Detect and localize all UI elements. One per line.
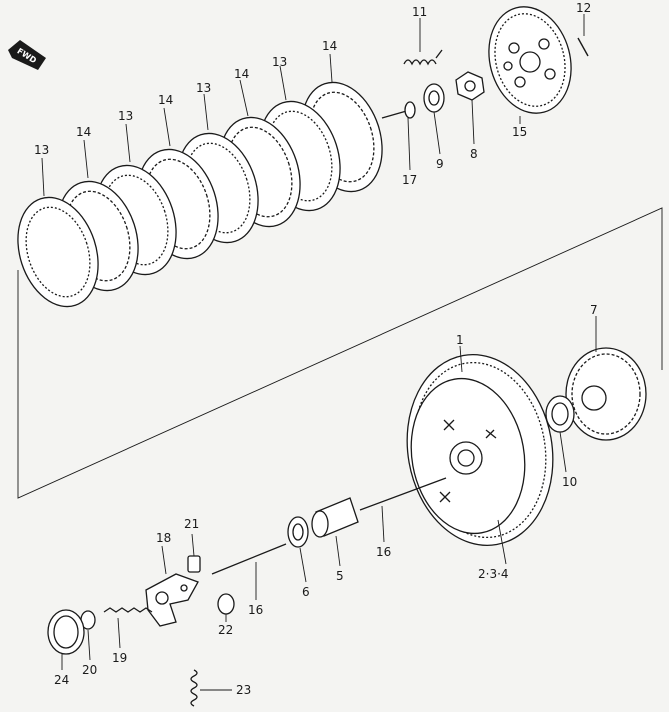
callout-14: 14	[76, 125, 91, 139]
pin-part	[577, 37, 589, 57]
lock-washer-bore	[428, 90, 440, 106]
callout-13: 13	[196, 81, 211, 95]
pressure-plate-hub	[519, 51, 541, 73]
pressure-plate-hole	[544, 68, 556, 80]
callout-20: 20	[82, 663, 97, 677]
housing-window	[485, 429, 497, 439]
callout-19: 19	[112, 651, 127, 665]
spacer-end	[311, 510, 329, 538]
callout-13: 13	[118, 109, 133, 123]
clutch-sleeve-hub	[565, 347, 647, 441]
spring-coil	[403, 59, 437, 66]
callout-5: 5	[336, 569, 344, 583]
release-lever-hole	[180, 584, 188, 592]
release-lever-pivot	[155, 591, 169, 605]
callout-23: 23	[236, 683, 251, 697]
callout-12: 12	[576, 1, 591, 15]
housing-window	[439, 491, 451, 503]
callout-17: 17	[402, 173, 417, 187]
lock-washer	[423, 83, 445, 113]
callout-10: 10	[562, 475, 577, 489]
lever-bolt	[187, 555, 201, 573]
callout-9: 9	[436, 157, 444, 171]
callout-7: 7	[590, 303, 598, 317]
callout-21: 21	[184, 517, 199, 531]
pressure-plate-hole	[503, 61, 513, 71]
callout-2-3-4: 2·3·4	[478, 567, 509, 581]
spacer-washer	[287, 516, 309, 548]
plate-inner-teeth	[25, 206, 91, 298]
callout-15: 15	[512, 125, 527, 139]
sleeve-hub-splines	[571, 353, 641, 435]
clutch-spring	[403, 49, 443, 66]
push-rod	[359, 477, 447, 511]
callout-14: 14	[322, 39, 337, 53]
spacer	[311, 497, 359, 538]
callout-13: 13	[272, 55, 287, 69]
lock-nut	[455, 71, 485, 101]
housing-bore	[457, 449, 475, 467]
callout-18: 18	[156, 531, 171, 545]
callout-22: 22	[218, 623, 233, 637]
assembly-group-frame	[17, 207, 663, 499]
spring-hook	[435, 49, 443, 59]
housing-hub	[449, 441, 483, 475]
clutch-housing	[406, 353, 554, 547]
housing-face	[410, 377, 526, 535]
callout-14: 14	[158, 93, 173, 107]
pressure-plate-hole	[508, 42, 520, 54]
callout-16: 16	[248, 603, 263, 617]
bolt-head	[404, 101, 416, 119]
callout-1: 1	[456, 333, 464, 347]
pressure-plate-rim	[494, 13, 566, 107]
callout-6: 6	[302, 585, 310, 599]
callout-8: 8	[470, 147, 478, 161]
leader-lines	[41, 14, 597, 691]
release-lever	[145, 573, 199, 627]
housing-window	[443, 419, 455, 431]
return-spring	[190, 669, 198, 707]
release-lever-body	[145, 573, 199, 627]
nut-bore	[464, 80, 476, 92]
push-rod-short	[211, 543, 287, 575]
callout-11: 11	[412, 5, 427, 19]
pressure-plate-hole	[514, 76, 526, 88]
fwd-direction-badge: FWD	[8, 40, 46, 70]
thrust-washer-bore	[551, 402, 569, 426]
adjusting-screw	[103, 607, 153, 613]
pressure-bolt	[381, 101, 416, 119]
pressure-plate-hole	[538, 38, 550, 50]
callout-13: 13	[34, 143, 49, 157]
callout-14: 14	[234, 67, 249, 81]
lever-bushing	[217, 593, 235, 615]
pressure-plate	[488, 6, 572, 114]
callout-16: 16	[376, 545, 391, 559]
inspection-cap-inner	[53, 615, 79, 649]
sleeve-hub-center	[581, 385, 607, 411]
thrust-washer	[545, 395, 575, 433]
clutch-plate-stack	[17, 81, 383, 308]
callout-24: 24	[54, 673, 69, 687]
pressure-plate-body	[488, 6, 572, 114]
spacer-washer-bore	[292, 523, 304, 541]
